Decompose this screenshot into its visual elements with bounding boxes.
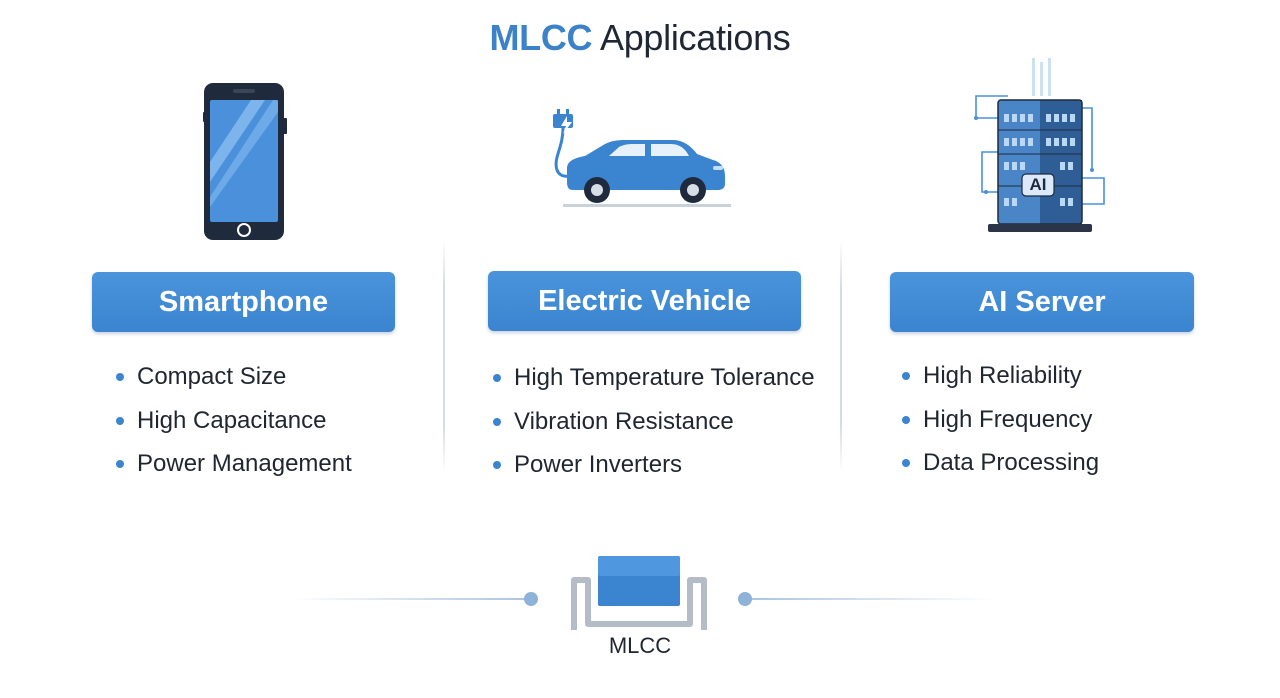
- page-title: MLCC Applications: [0, 14, 1280, 62]
- ai-server-features: High Reliability High Frequency Data Pro…: [902, 354, 1099, 485]
- feature-item: Compact Size: [116, 355, 352, 399]
- ai-server-icon: AI: [968, 58, 1110, 234]
- title-rest: Applications: [592, 17, 791, 58]
- feature-item: High Temperature Tolerance: [493, 356, 815, 400]
- label-electric-vehicle: Electric Vehicle: [488, 271, 801, 331]
- connector-dot-right: [738, 592, 752, 606]
- label-ai-server: AI Server: [890, 272, 1194, 332]
- feature-item: Power Inverters: [493, 443, 815, 487]
- label-smartphone: Smartphone: [92, 272, 395, 332]
- feature-item: High Frequency: [902, 398, 1099, 442]
- electric-car-icon: [545, 108, 737, 210]
- feature-item: High Reliability: [902, 354, 1099, 398]
- feature-item: High Capacitance: [116, 399, 352, 443]
- smartphone-features: Compact Size High Capacitance Power Mana…: [116, 355, 352, 486]
- mlcc-chip-icon: [568, 554, 710, 634]
- column-divider: [840, 240, 842, 472]
- connector-line-right: [746, 598, 996, 600]
- connector-line-left: [290, 598, 532, 600]
- feature-item: Power Management: [116, 442, 352, 486]
- smartphone-icon: [203, 82, 289, 242]
- feature-item: Vibration Resistance: [493, 400, 815, 444]
- feature-item: Data Processing: [902, 441, 1099, 485]
- server-ai-badge: AI: [1029, 175, 1047, 194]
- ev-features: High Temperature Tolerance Vibration Res…: [493, 356, 815, 487]
- title-accent: MLCC: [489, 17, 593, 58]
- mlcc-label: MLCC: [608, 633, 672, 658]
- column-divider: [443, 240, 445, 472]
- connector-dot-left: [524, 592, 538, 606]
